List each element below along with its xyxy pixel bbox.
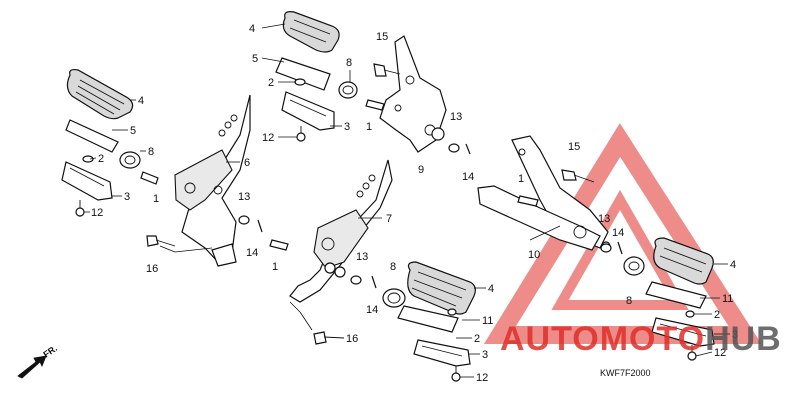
callout-3-top: 3 [344, 121, 350, 133]
callout-5-top: 5 [252, 53, 258, 65]
leader-lines [84, 23, 730, 378]
callout-4-left: 4 [138, 95, 144, 107]
callout-8-top: 8 [346, 57, 352, 69]
callout-2-center: 2 [474, 333, 480, 345]
callout-3-right: 3 [732, 329, 738, 341]
callout-8-center: 8 [390, 261, 396, 273]
callout-2-top: 2 [268, 77, 274, 89]
bracket-9 [365, 35, 471, 155]
top-step-assembly [275, 11, 358, 142]
callout-1-center: 1 [272, 261, 278, 273]
callout-3-left: 3 [124, 191, 130, 203]
callout-7: 7 [386, 213, 392, 225]
callout-14-right: 14 [612, 227, 624, 239]
bracket-6 [140, 94, 289, 267]
callout-14-top: 14 [462, 171, 474, 183]
callout-11-center: 11 [482, 315, 493, 327]
callout-12-top: 12 [262, 132, 274, 144]
callout-14-left: 14 [246, 247, 258, 259]
callout-15-right: 15 [568, 141, 580, 153]
callout-10: 10 [528, 249, 540, 261]
callout-13-top: 13 [450, 111, 462, 123]
callout-15-top: 15 [376, 31, 388, 43]
callout-1-right: 1 [518, 173, 524, 185]
callout-6: 6 [244, 157, 250, 169]
callout-4-right: 4 [730, 259, 736, 271]
callout-13-left: 13 [238, 191, 250, 203]
callout-3-center: 3 [482, 349, 488, 361]
callout-4-top: 4 [249, 23, 255, 35]
callout-4-center: 4 [488, 283, 494, 295]
callout-8-left: 8 [148, 146, 154, 158]
callout-2-left: 2 [98, 153, 104, 165]
callout-13-right: 13 [598, 213, 610, 225]
watermark-part1: AUTOMOTO [500, 320, 705, 358]
callout-1-top: 1 [366, 121, 372, 133]
callout-12-center: 12 [476, 372, 488, 384]
callout-5-left: 5 [130, 125, 136, 137]
front-direction-arrow: FR. [17, 343, 59, 379]
watermark-text: AUTOMOTOHUB [500, 320, 782, 358]
callout-12-left: 12 [91, 207, 103, 219]
left-step-assembly [61, 68, 141, 217]
callout-9: 9 [418, 164, 424, 176]
callout-1-left: 1 [153, 193, 159, 205]
callout-12-right: 12 [714, 347, 726, 359]
callout-16-left: 16 [146, 263, 158, 275]
callout-14-center: 14 [366, 304, 378, 316]
callout-16-center: 16 [346, 333, 358, 345]
diagram-code: KWF7F2000 [600, 368, 651, 378]
callout-11-right: 11 [722, 293, 733, 305]
callout-13-center: 13 [356, 251, 368, 263]
right-step-assembly [623, 237, 715, 361]
center-step-assembly [382, 261, 476, 382]
bracket-7 [289, 159, 393, 345]
callout-2-right: 2 [714, 309, 720, 321]
callout-labels: 4 5 2 8 3 12 15 1 13 14 9 4 5 2 8 3 12 6… [91, 23, 738, 384]
callout-8-right: 8 [626, 295, 632, 307]
watermark-part2: HUB [705, 320, 782, 358]
bracket-10 [477, 135, 623, 255]
